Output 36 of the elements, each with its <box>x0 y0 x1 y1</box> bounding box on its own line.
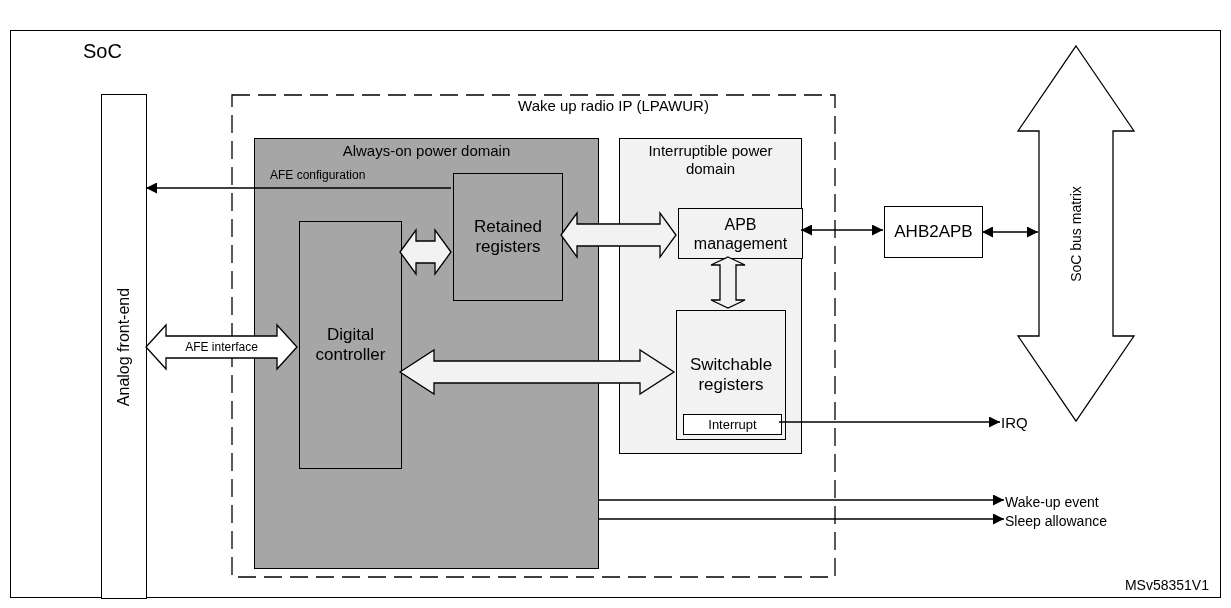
block <box>884 206 983 258</box>
block-label: Digital controller <box>314 324 387 366</box>
block <box>101 94 147 599</box>
block-arrow <box>560 211 677 259</box>
block-label: Interrupt <box>707 416 758 433</box>
arrow <box>597 513 1005 525</box>
arrow <box>778 416 1001 428</box>
soc-frame <box>10 30 1221 598</box>
arrow <box>800 224 884 236</box>
signal-label: IRQ <box>1001 413 1041 433</box>
block-arrow <box>710 256 746 309</box>
block-label: Switchable registers <box>688 354 774 396</box>
power-domain <box>619 138 802 454</box>
signal-label: Wake-up event <box>1005 492 1125 512</box>
block-label: Analog front-end <box>114 287 134 406</box>
block <box>678 208 803 259</box>
edge-label: AFE configuration <box>270 168 366 183</box>
block <box>299 221 402 469</box>
domain-title: Interruptible power domain <box>647 142 774 178</box>
domain-title: Always-on power domain <box>341 142 512 160</box>
arrow <box>145 182 452 194</box>
block <box>683 414 782 435</box>
signal-label: Sleep allowance <box>1005 511 1135 531</box>
domain-title: Wake up radio IP (LPAWUR) <box>517 97 710 115</box>
arrow <box>597 494 1005 506</box>
block <box>453 173 563 301</box>
block-arrow <box>399 228 452 276</box>
block <box>676 310 786 440</box>
frame-title: SoC <box>83 39 122 63</box>
block-arrow <box>398 348 676 396</box>
block-label: Retained registers <box>472 216 544 258</box>
block-label: APB management <box>692 214 789 253</box>
block-label: SoC bus matrix <box>1067 185 1085 282</box>
arrow <box>981 226 1039 238</box>
figure-id: MSv58351V1 <box>1124 577 1209 594</box>
block-label: AHB2APB <box>893 221 974 243</box>
